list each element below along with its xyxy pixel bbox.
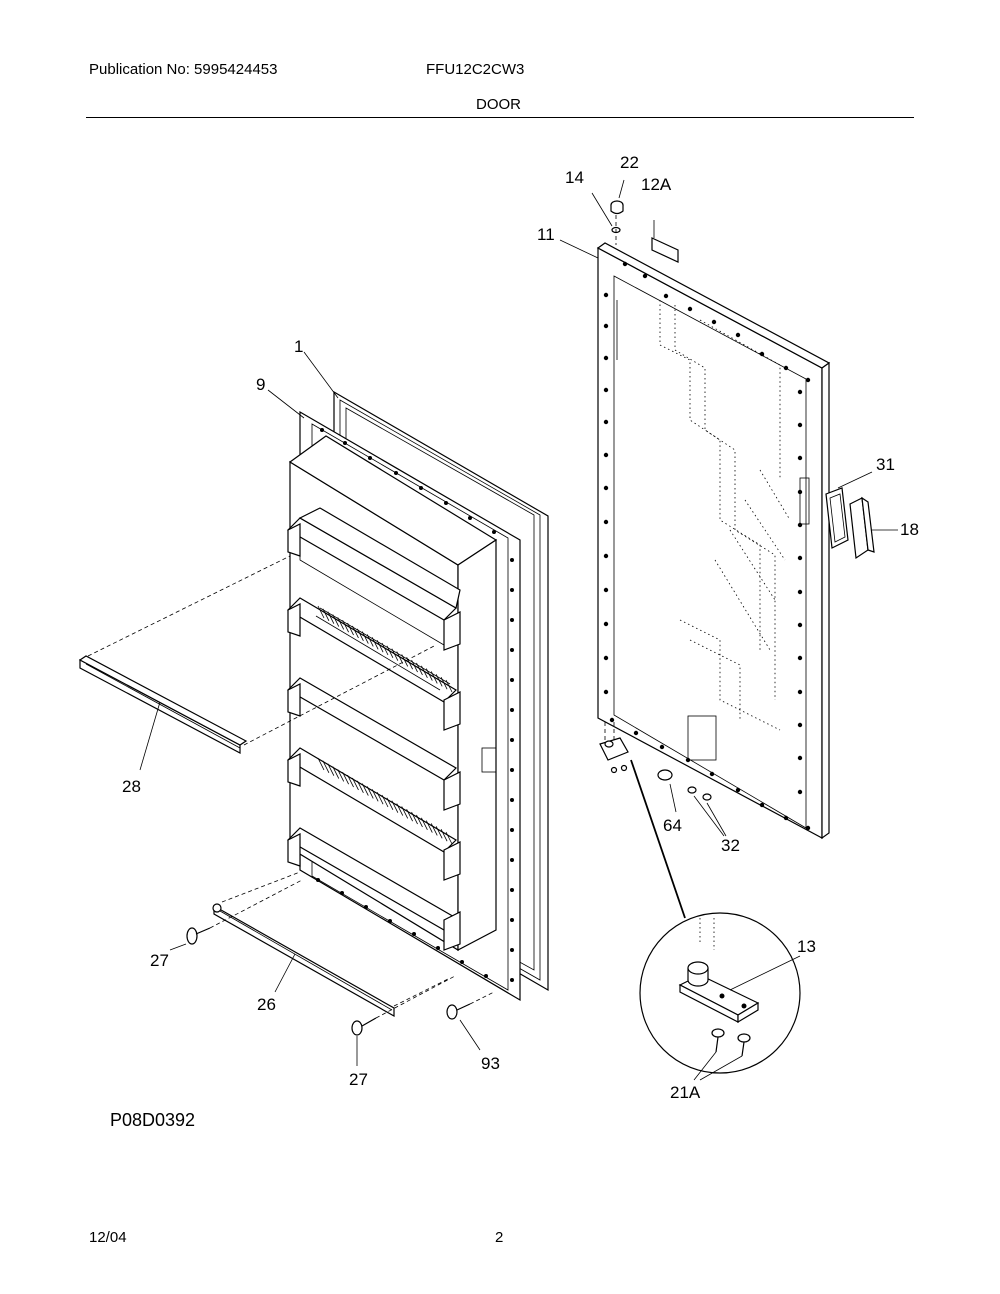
wire-shelf-rib <box>381 794 389 808</box>
hinge-detail-magnified <box>639 912 801 1081</box>
wire-shelf-rib <box>317 757 325 771</box>
wire-shelf-rib <box>347 622 354 636</box>
wire-shelf-rib <box>366 786 374 799</box>
screws-21A <box>693 1028 751 1081</box>
label-64: 64 <box>663 816 682 835</box>
door-handle-18 <box>849 496 898 560</box>
wire-shelf-rib <box>352 625 359 639</box>
wire-shelf-rib <box>361 631 369 644</box>
footer-date: 12/04 <box>89 1229 127 1246</box>
wire-shelf-rib <box>332 766 340 779</box>
screw-93 <box>446 991 495 1051</box>
wire-shelf-rib <box>401 806 409 819</box>
wire-shelf-rib <box>425 668 433 681</box>
screw-27-upper <box>169 879 303 951</box>
wire-shelf-rib <box>425 820 433 833</box>
label-93: 93 <box>481 1054 500 1073</box>
wire-shelf-rib <box>371 789 379 802</box>
screws-32 <box>687 786 727 837</box>
label-12A: 12A <box>641 175 672 194</box>
publication-number: Publication No: 5995424453 <box>89 61 278 78</box>
wire-shelf-rib <box>435 826 443 839</box>
wire-shelf-rib <box>342 620 349 633</box>
wire-shelf-rib <box>406 657 413 670</box>
door-shelves <box>287 507 461 951</box>
shelf-rail-26 <box>212 871 451 1018</box>
wire-shelf-rib <box>327 763 335 776</box>
label-sticker-12A <box>651 220 679 263</box>
wire-shelf-rib <box>357 628 364 641</box>
section-title: DOOR <box>476 96 521 113</box>
wire-shelf-rib <box>361 783 369 796</box>
label-27-upper: 27 <box>150 951 169 970</box>
wire-shelf-rib <box>376 791 384 805</box>
hinge-cover-64 <box>657 769 677 813</box>
drawing-code: P08D0392 <box>110 1110 196 1130</box>
wire-shelf-rib <box>337 769 345 782</box>
wire-shelf-rib <box>401 654 409 667</box>
wire-shelf-rib <box>445 679 453 693</box>
label-27-lower: 27 <box>349 1070 368 1089</box>
wire-shelf-rib <box>440 828 448 842</box>
wire-shelf-rib <box>416 814 423 828</box>
wire-shelf-rib <box>391 648 399 661</box>
wire-shelf-rib <box>416 662 423 676</box>
wire-shelf-rib <box>322 760 330 774</box>
wire-shelf-rib <box>430 671 438 684</box>
page-number: 2 <box>495 1229 504 1246</box>
label-28: 28 <box>122 777 141 796</box>
wire-shelf-rib <box>347 774 354 788</box>
wire-shelf-rib <box>376 639 384 653</box>
wire-shelf-rib <box>421 817 428 830</box>
wire-shelf-rib <box>386 797 394 811</box>
wire-shelf-rib <box>411 811 418 825</box>
wire-shelf-rib <box>391 800 399 813</box>
label-13: 13 <box>797 937 816 956</box>
wire-shelf-rib <box>440 676 448 690</box>
model-number: FFU12C2CW3 <box>426 61 525 78</box>
wire-shelf-rib <box>357 780 364 793</box>
wire-shelf-rib <box>430 823 438 836</box>
wire-shelf-rib <box>317 605 325 619</box>
wire-shelf-rib <box>342 772 349 785</box>
wire-shelf-rib <box>435 674 443 687</box>
wire-shelf-rib <box>445 831 453 845</box>
label-21A: 21A <box>670 1083 701 1102</box>
shelf-rail-28 <box>78 555 437 771</box>
wire-shelf-rib <box>406 809 413 822</box>
wire-shelf-rib <box>337 617 345 630</box>
handle-gasket-31 <box>825 471 873 549</box>
screw-27-lower <box>351 975 456 1066</box>
label-11: 11 <box>537 225 555 244</box>
label-32: 32 <box>721 836 740 855</box>
label-14: 14 <box>565 168 584 187</box>
header-rule <box>86 117 914 118</box>
hinge-plug-22 <box>610 179 625 215</box>
wire-shelf-rib <box>327 611 335 624</box>
wire-shelf-rib <box>386 645 394 659</box>
wire-shelf-rib <box>352 777 359 791</box>
wire-shelf-rib <box>411 659 418 673</box>
label-22: 22 <box>620 153 639 172</box>
wire-shelf-rib <box>381 642 389 656</box>
label-31: 31 <box>876 455 895 474</box>
label-1: 1 <box>294 337 303 356</box>
bottom-hinge-small <box>599 722 629 774</box>
label-26: 26 <box>257 995 276 1014</box>
wire-shelf-rib <box>322 608 330 622</box>
label-18: 18 <box>900 520 919 539</box>
wire-shelf-rib <box>421 665 428 678</box>
wire-shelf-rib <box>371 637 379 650</box>
label-9: 9 <box>256 375 265 394</box>
outer-door-panel <box>596 242 831 840</box>
wire-shelf-rib <box>396 651 404 664</box>
wire-shelf-rib <box>332 614 340 627</box>
wire-shelf-rib <box>366 634 374 647</box>
wire-shelf-rib <box>396 803 404 816</box>
